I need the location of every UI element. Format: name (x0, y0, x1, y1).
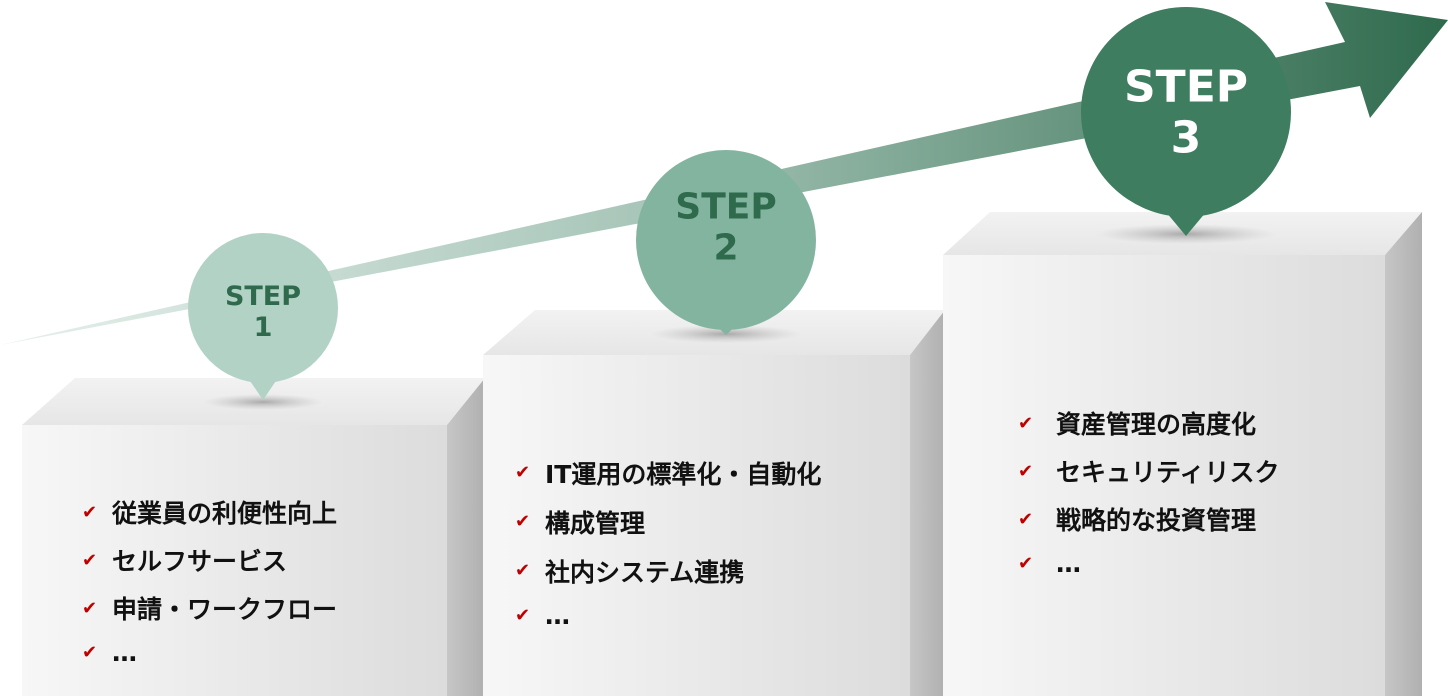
item-text: … (112, 637, 137, 667)
list-item: ✔ IT運用の標準化・自動化 (515, 448, 821, 497)
badge-step-3 (1081, 7, 1291, 236)
check-icon: ✔ (515, 604, 531, 626)
list-item: ✔… (1018, 543, 1280, 583)
item-text: 構成管理 (545, 508, 646, 538)
list-item: ✔… (82, 632, 337, 672)
list-item: ✔ セルフサービス (82, 536, 337, 584)
list-item: ✔ 社内システム連携 (515, 546, 821, 595)
badge-step-2 (636, 150, 816, 335)
item-text: セキュリティリスク (1056, 458, 1280, 487)
item-text: … (1056, 548, 1081, 578)
step-2-label: STEP 2 (675, 187, 776, 270)
check-icon: ✔ (82, 501, 98, 523)
check-icon: ✔ (515, 462, 531, 483)
check-icon: ✔ (515, 560, 531, 581)
item-text: 申請・ワークフロー (112, 595, 338, 624)
step-1-list: ✔従業員の利便性向上 ✔セルフサービス ✔申請・ワークフロー ✔… (82, 488, 337, 672)
item-text: … (545, 600, 570, 630)
list-item: ✔ 資産管理の高度化 (1018, 399, 1280, 447)
check-icon: ✔ (82, 641, 98, 663)
box-step-1 (22, 378, 485, 696)
item-text: 資産管理の高度化 (1056, 410, 1257, 439)
check-icon: ✔ (515, 511, 531, 532)
badge-step-1 (188, 233, 338, 400)
step-1-label: STEP 1 (225, 281, 301, 343)
step-number: 2 (713, 228, 739, 269)
list-item: ✔ 従業員の利便性向上 (82, 488, 337, 536)
item-text: セルフサービス (112, 547, 288, 576)
check-icon: ✔ (1018, 552, 1034, 574)
check-icon: ✔ (1018, 412, 1034, 434)
step-number: 3 (1170, 112, 1202, 163)
step-3-list: ✔資産管理の高度化 ✔セキュリティリスク ✔戦略的な投資管理 ✔… (1018, 399, 1280, 583)
list-item: ✔ セキュリティリスク (1018, 447, 1280, 495)
item-text: 社内システム連携 (545, 557, 745, 587)
list-item: ✔… (515, 595, 821, 635)
box-step-2 (483, 310, 945, 696)
item-text: IT運用の標準化・自動化 (545, 459, 822, 489)
step-2-list: ✔IT運用の標準化・自動化 ✔構成管理 ✔社内システム連携 ✔… (515, 448, 821, 635)
list-item: ✔ 構成管理 (515, 497, 821, 546)
check-icon: ✔ (1018, 460, 1034, 482)
step-number: 1 (253, 312, 273, 343)
check-icon: ✔ (82, 549, 98, 571)
step-label: STEP (224, 280, 302, 312)
item-text: 従業員の利便性向上 (112, 499, 338, 528)
check-icon: ✔ (1018, 508, 1034, 530)
check-icon: ✔ (82, 597, 98, 619)
step-3-label: STEP 3 (1124, 62, 1248, 163)
list-item: ✔ 戦略的な投資管理 (1018, 495, 1280, 543)
list-item: ✔ 申請・ワークフロー (82, 584, 337, 632)
step-label: STEP (1123, 61, 1249, 113)
item-text: 戦略的な投資管理 (1056, 506, 1257, 535)
step-label: STEP (675, 186, 777, 228)
